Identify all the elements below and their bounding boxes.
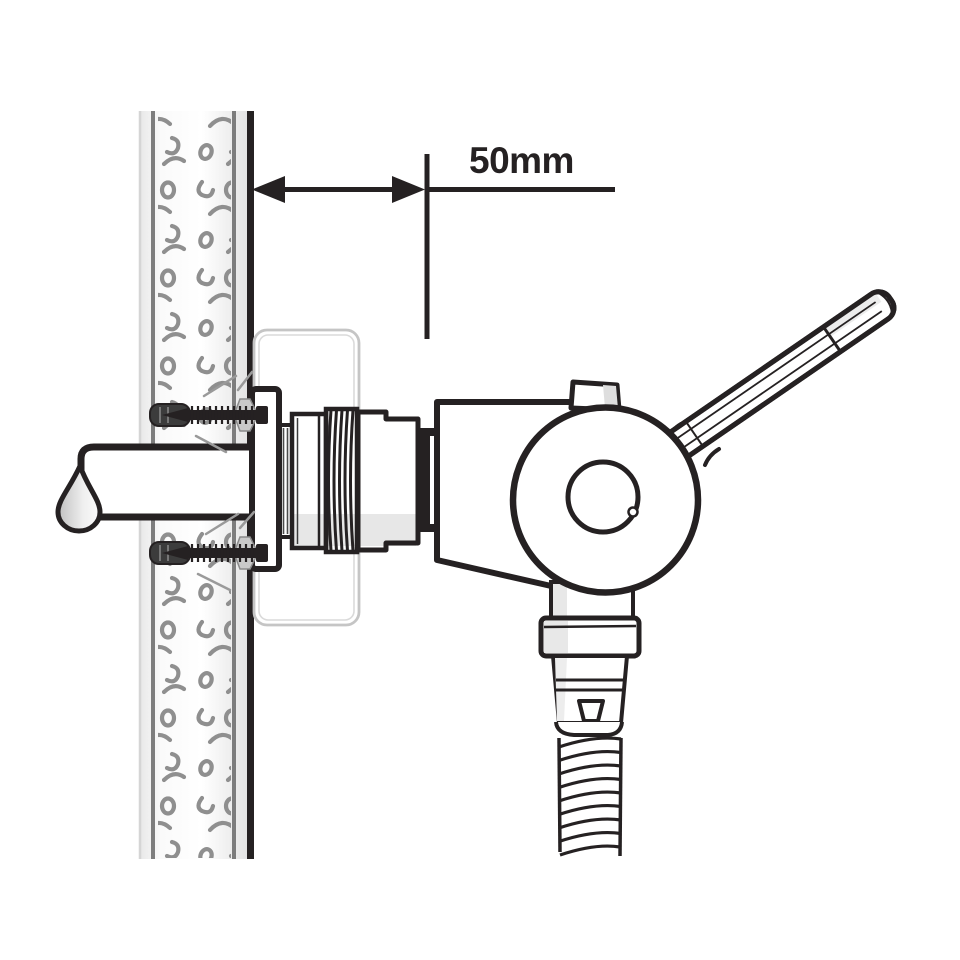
spindle-detail-dot [627, 506, 639, 518]
outlet-tab [577, 699, 605, 723]
fixing-screw-top [149, 370, 268, 454]
outlet-nut [538, 615, 642, 659]
arrowhead-left [252, 176, 285, 203]
dimension-label: 50mm [469, 140, 574, 181]
adapter-nut [355, 409, 421, 553]
wall-flange [249, 386, 282, 572]
wall-crack-lines [194, 370, 254, 454]
lever-handle [653, 289, 897, 468]
shower-hose [557, 736, 623, 857]
outlet-connector [551, 654, 629, 737]
screw-head-top [256, 406, 268, 424]
water-drop-icon [55, 463, 103, 534]
dimension-arrow [252, 176, 425, 203]
control-spindle [565, 459, 641, 535]
handle-base-fillet-right [703, 447, 721, 467]
outlet-lip [554, 721, 624, 737]
dimension-annotation: 50mm [252, 140, 615, 339]
screw-head-bottom [256, 544, 268, 562]
union-ring [420, 428, 437, 532]
fixing-screw-bottom [149, 510, 268, 592]
wall-crack-lines [196, 510, 256, 592]
arrowhead-right [392, 176, 425, 203]
supply-pipe [77, 443, 262, 521]
